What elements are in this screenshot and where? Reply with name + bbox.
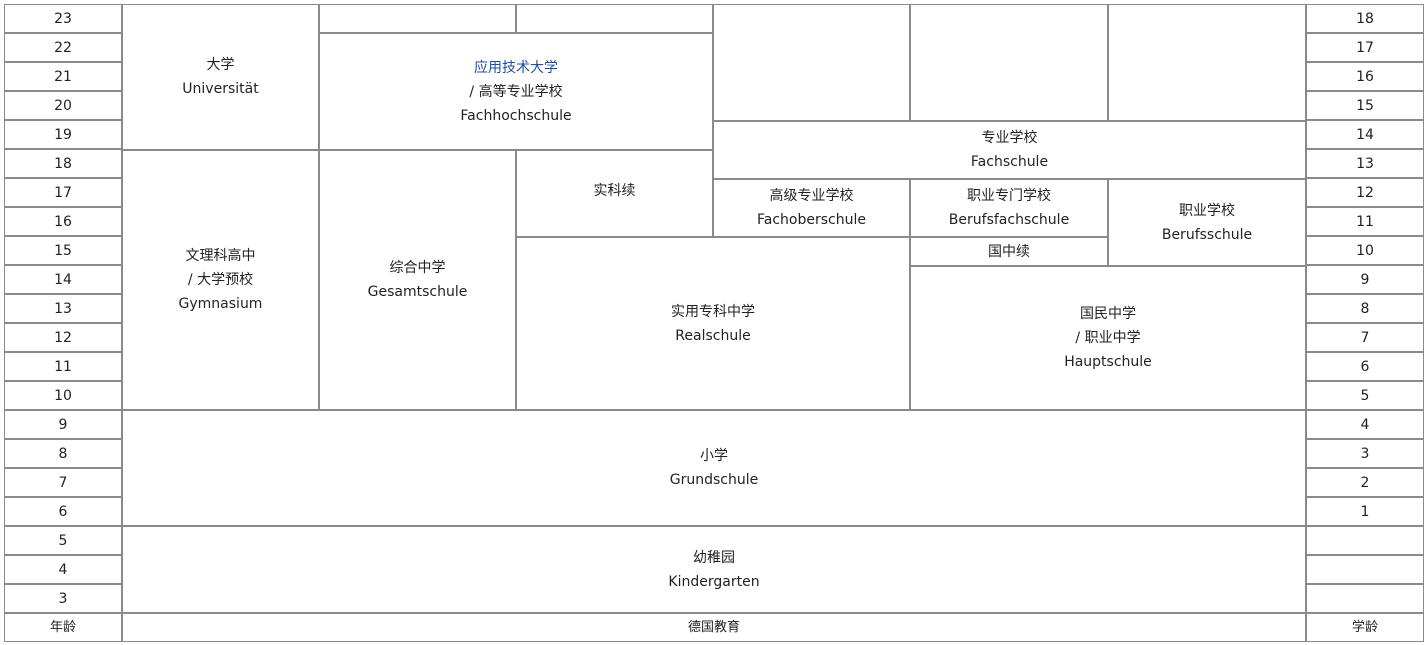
age-cell: 12: [4, 323, 122, 352]
age-cell: 16: [4, 207, 122, 236]
footer-left-text: 年龄: [49, 619, 76, 635]
footer-title: 德国教育: [122, 613, 1306, 642]
berufsschule-cell: 职业学校 Berufsschule: [1108, 179, 1306, 266]
grade-cell: 13: [1306, 149, 1424, 178]
empty-cell-upper-3: [1108, 4, 1306, 121]
grundschule-cell: 小学 Grundschule: [122, 410, 1306, 526]
gesamtschule-zh: 综合中学: [389, 260, 446, 276]
age-cell: 3: [4, 584, 122, 613]
age-cell: 5: [4, 526, 122, 555]
gymnasium-zh: 文理科高中: [185, 248, 256, 264]
empty-cell-upper-2: [910, 4, 1108, 121]
grade-cell: 1: [1306, 497, 1424, 526]
age-cell: 18: [4, 149, 122, 178]
berufsfachschule-cell: 职业专门学校 Berufsfachschule: [910, 179, 1108, 237]
fachschule-zh: 专业学校: [981, 130, 1038, 146]
footer-center-text: 德国教育: [687, 619, 740, 635]
age-cell: 17: [4, 178, 122, 207]
age-cell: 13: [4, 294, 122, 323]
grundschule-de: Grundschule: [669, 472, 759, 488]
age-cell: 4: [4, 555, 122, 584]
age-cell: 20: [4, 91, 122, 120]
kindergarten-cell: 幼稚园 Kindergarten: [122, 526, 1306, 613]
age-cell: 9: [4, 410, 122, 439]
gymnasium-zh2: / 大学预校: [187, 272, 254, 288]
fachschule-de: Fachschule: [970, 154, 1049, 170]
kindergarten-de: Kindergarten: [668, 573, 760, 590]
grade-cell: 14: [1306, 120, 1424, 149]
grade-cell: [1306, 526, 1424, 555]
footer-age-label: 年龄: [4, 613, 122, 642]
university-cell: 大学 Universität: [122, 4, 319, 150]
berufsschule-zh: 职业学校: [1179, 202, 1235, 219]
fachschule-cell: 专业学校 Fachschule: [713, 121, 1306, 179]
age-cell: 21: [4, 62, 122, 91]
grade-cell: 4: [1306, 410, 1424, 439]
berufsschule-de: Berufsschule: [1161, 226, 1253, 243]
fachhochschule-cell: 应用技术大学 / 高等专业学校 Fachhochschule: [319, 33, 713, 150]
guozhongxu-zh: 国中续: [988, 243, 1030, 260]
hauptschule-zh: 国民中学: [1080, 306, 1136, 322]
grade-cell: 5: [1306, 381, 1424, 410]
footer-right-text: 学龄: [1351, 619, 1378, 635]
age-cell: 7: [4, 468, 122, 497]
fachoberschule-zh: 高级专业学校: [769, 188, 854, 204]
gymnasium-cell: 文理科高中 / 大学预校 Gymnasium: [122, 150, 319, 410]
age-cell: 11: [4, 352, 122, 381]
gesamtschule-de: Gesamtschule: [367, 284, 468, 300]
berufsfachschule-zh: 职业专门学校: [967, 188, 1051, 204]
age-cell: 19: [4, 120, 122, 149]
hauptschule-zh2: / 职业中学: [1075, 330, 1141, 346]
university-de: Universität: [182, 81, 259, 97]
grundschule-zh: 小学: [700, 448, 728, 464]
shikexu-cell: 实科续: [516, 150, 713, 237]
university-zh: 大学: [206, 57, 235, 73]
hauptschule-cell: 国民中学 / 职业中学 Hauptschule: [910, 266, 1306, 410]
age-cell: 22: [4, 33, 122, 62]
grade-cell: 18: [1306, 4, 1424, 33]
grade-cell: 8: [1306, 294, 1424, 323]
age-cell: 8: [4, 439, 122, 468]
hauptschule-de: Hauptschule: [1064, 354, 1152, 370]
grade-cell: 6: [1306, 352, 1424, 381]
grade-cell: 15: [1306, 91, 1424, 120]
age-cell: 15: [4, 236, 122, 265]
grade-cell: 9: [1306, 265, 1424, 294]
age-cell: 10: [4, 381, 122, 410]
gymnasium-de: Gymnasium: [178, 296, 263, 312]
fachhochschule-zh2: / 高等专业学校: [469, 83, 563, 100]
guozhongxu-cell: 国中续: [910, 237, 1108, 266]
grade-cell: 2: [1306, 468, 1424, 497]
fachhochschule-zh-link[interactable]: 应用技术大学: [474, 59, 558, 76]
realschule-zh: 实用专科中学: [671, 303, 755, 320]
grade-cell: 11: [1306, 207, 1424, 236]
realschule-de: Realschule: [675, 327, 751, 344]
realschule-cell: 实用专科中学 Realschule: [516, 237, 910, 410]
empty-cell-top-2: [516, 4, 713, 33]
footer-grade-label: 学龄: [1306, 613, 1424, 642]
grade-cell: [1306, 584, 1424, 613]
fachoberschule-de: Fachoberschule: [757, 212, 866, 228]
age-cell: 23: [4, 4, 122, 33]
empty-cell-top-1: [319, 4, 516, 33]
gesamtschule-cell: 综合中学 Gesamtschule: [319, 150, 516, 410]
grade-cell: 17: [1306, 33, 1424, 62]
kindergarten-zh: 幼稚园: [693, 549, 735, 566]
grade-cell: 3: [1306, 439, 1424, 468]
grade-cell: 12: [1306, 178, 1424, 207]
grade-cell: 7: [1306, 323, 1424, 352]
empty-cell-upper-1: [713, 4, 910, 121]
age-cell: 6: [4, 497, 122, 526]
fachhochschule-de: Fachhochschule: [460, 107, 572, 124]
grade-cell: 10: [1306, 236, 1424, 265]
shikexu-zh: 实科续: [593, 183, 636, 199]
berufsfachschule-de: Berufsfachschule: [948, 212, 1070, 228]
fachoberschule-cell: 高级专业学校 Fachoberschule: [713, 179, 910, 237]
age-cell: 14: [4, 265, 122, 294]
grade-cell: [1306, 555, 1424, 584]
grade-cell: 16: [1306, 62, 1424, 91]
